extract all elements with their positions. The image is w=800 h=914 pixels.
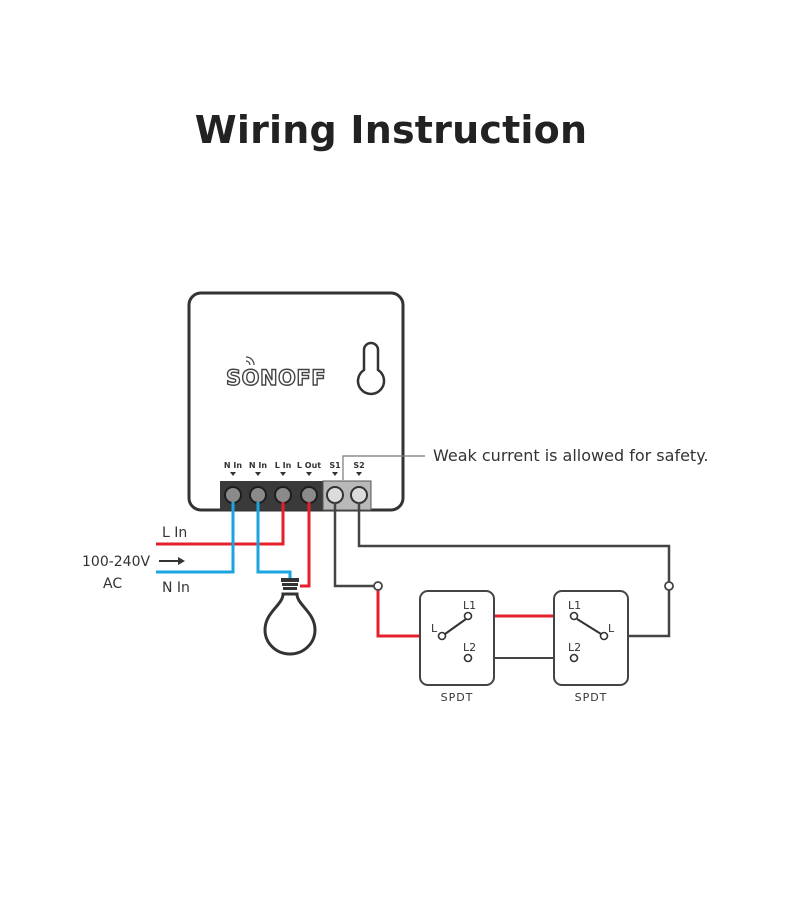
terminal-label-s2: S2: [353, 461, 364, 470]
s2-wire: [357, 502, 671, 638]
s2-junction-dot: [664, 581, 674, 591]
switch2-l1-label: L1: [568, 599, 581, 612]
neutral-in-label: N In: [162, 580, 190, 596]
weak-current-note: Weak current is allowed for safety.: [433, 446, 708, 465]
page-title: Wiring Instruction: [194, 108, 588, 152]
s1-junction-dot: [373, 581, 383, 591]
supply-arrow-icon: [159, 557, 185, 565]
spdt-switch-1: L L1 L2 SPDT: [419, 590, 495, 704]
l-out-to-bulb-wire: [300, 502, 311, 588]
supply-voltage-label: 100-240V: [82, 554, 150, 570]
neutral-in-wire: [156, 502, 235, 574]
line-in-wire: [156, 502, 285, 546]
switch1-l2-label: L2: [463, 641, 476, 654]
s1-wire: [333, 502, 378, 588]
wifi-signal-icon: [245, 356, 255, 366]
spdt-switch-2: L1 L2 L SPDT: [553, 590, 629, 704]
terminal-screw-l-in: [274, 486, 292, 504]
terminal-label-l-out: L Out: [297, 461, 321, 470]
switch1-l1-label: L1: [463, 599, 476, 612]
terminal-screw-s1: [326, 486, 344, 504]
sonoff-device: SONOFF N In N In L In L Out S1 S2: [187, 291, 405, 512]
mounting-keyhole-icon: [356, 341, 386, 396]
terminal-screw-n-in-1: [224, 486, 242, 504]
supply-type-label: AC: [103, 576, 122, 592]
switch1-name: SPDT: [441, 691, 474, 704]
neutral-to-bulb-wire: [256, 502, 292, 582]
line-in-label: L In: [162, 525, 187, 541]
light-bulb-icon: [263, 578, 317, 656]
terminal-arrows: [230, 472, 362, 476]
terminal-screw-n-in-2: [249, 486, 267, 504]
terminal-screw-s2: [350, 486, 368, 504]
switch1-common-label: L: [431, 622, 438, 635]
terminal-label-l-in: L In: [275, 461, 292, 470]
switch2-name: SPDT: [575, 691, 608, 704]
terminal-label-s1: S1: [329, 461, 341, 470]
supply-labels: L In N In 100-240V AC: [82, 525, 190, 596]
switch2-l2-label: L2: [568, 641, 581, 654]
switch2-common-label: L: [608, 622, 615, 635]
weak-current-callout: Weak current is allowed for safety.: [342, 446, 708, 480]
terminal-screw-l-out: [300, 486, 318, 504]
terminal-label-n-in-2: N In: [249, 461, 267, 470]
terminal-label-n-in-1: N In: [224, 461, 242, 470]
sonoff-logo: SONOFF: [226, 366, 326, 390]
